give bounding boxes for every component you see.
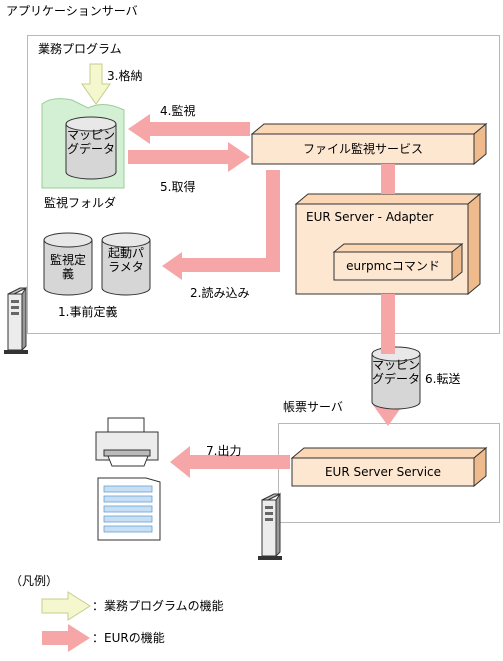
store-arrow — [81, 63, 111, 105]
form-document-icon — [97, 477, 161, 541]
monitor-step-label: 4.監視 — [160, 104, 196, 118]
startup-param-label: 起動パラメタ — [108, 246, 145, 274]
acquire-step-label: 5.取得 — [160, 180, 196, 194]
transfer-step-label: 6.転送 — [425, 372, 461, 386]
eurpmc-command-box — [332, 242, 464, 282]
eur-adapter-label: EUR Server - Adapter — [306, 210, 434, 224]
server-tower-icon — [4, 286, 28, 354]
read-step-label: 2.読み込み — [190, 286, 250, 300]
read-arrow — [162, 170, 280, 280]
business-program-label: 業務プログラム — [38, 42, 122, 56]
legend-eur-arrow — [42, 624, 90, 652]
legend-business-label: ：業務プログラムの機能 — [92, 599, 224, 613]
form-server-label: 帳票サーバ — [283, 400, 343, 414]
file-monitor-service-box — [250, 122, 488, 166]
file-monitor-service-label: ファイル監視サービス — [302, 142, 423, 156]
printer-icon — [95, 417, 159, 467]
legend-title: （凡例） — [10, 574, 59, 588]
predefinition-label: 1.事前定義 — [58, 305, 118, 319]
monitor-def-label: 監視定義 — [50, 253, 87, 281]
transfer-mapping-label: マッピングデータ — [372, 358, 421, 386]
output-arrow — [170, 446, 290, 478]
output-step-label: 7.出力 — [206, 444, 242, 458]
acquire-arrow — [128, 142, 250, 172]
mapping-data-label: マッピングデータ — [66, 128, 115, 156]
legend-eur-label: ：EURの機能 — [92, 631, 165, 645]
form-server-tower-icon — [258, 492, 282, 560]
eur-service-box — [290, 446, 488, 488]
store-step-label: 3.格納 — [107, 69, 143, 83]
app-server-title: アプリケーションサーバ — [6, 4, 138, 18]
startup-param-cylinder — [101, 232, 151, 296]
monitor-arrow — [128, 114, 250, 144]
legend-business-arrow — [41, 591, 91, 621]
transfer-mapping-cylinder — [371, 346, 421, 410]
mapping-data-cylinder — [65, 116, 117, 180]
eur-service-label: EUR Server Service — [324, 465, 442, 479]
monitor-folder-label: 監視フォルダ — [44, 196, 117, 210]
eurpmc-command-label: eurpmcコマンド — [346, 259, 440, 273]
monitor-def-cylinder — [43, 232, 93, 296]
